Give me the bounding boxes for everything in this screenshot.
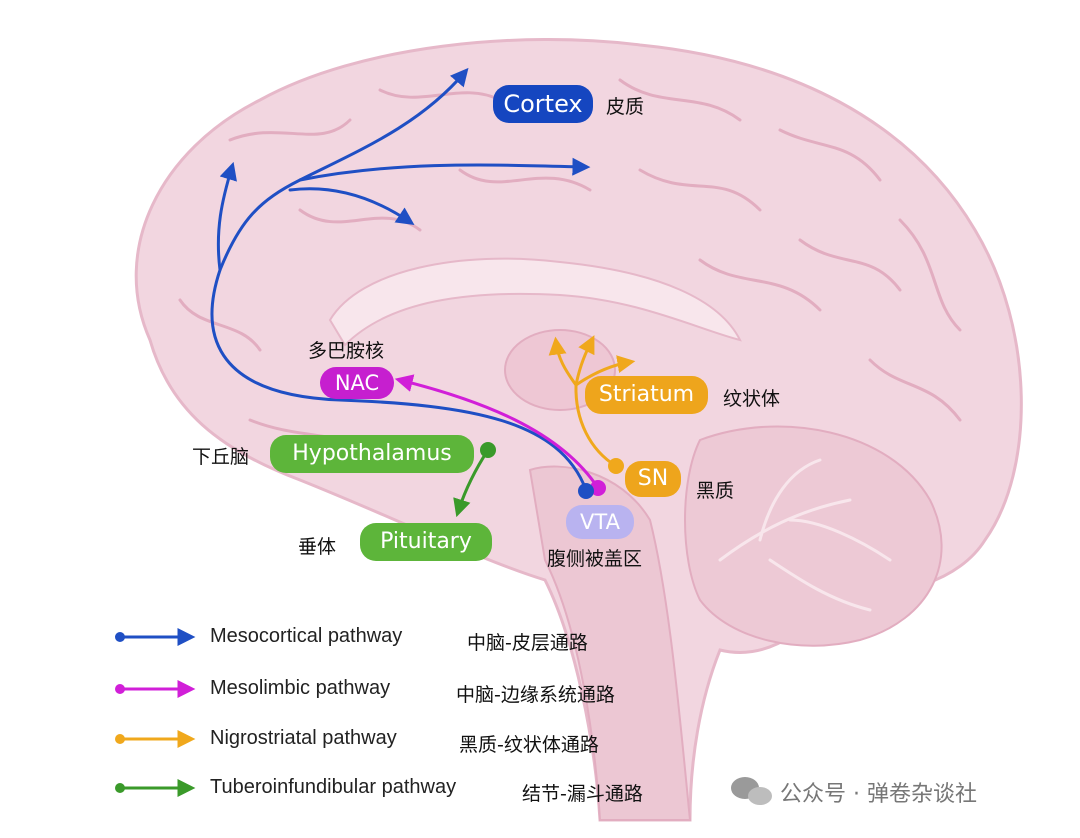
- hypothalamus-cn-label: 下丘脑: [192, 446, 250, 468]
- sn-dot: [608, 458, 624, 474]
- hypothalamus-pill: Hypothalamus: [270, 435, 474, 473]
- wechat-icon: [731, 777, 772, 805]
- cortex-pill: Cortex: [493, 85, 593, 123]
- pituitary-pill: Pituitary: [360, 523, 492, 561]
- legend-mesocortical-en: Mesocortical pathway: [210, 625, 403, 647]
- vta-pill: VTA: [566, 505, 634, 539]
- cerebellum-arbor: [718, 458, 892, 612]
- brainstem: [528, 465, 692, 821]
- hypothalamus-dot: [480, 442, 496, 458]
- vta-dot-magenta: [590, 480, 606, 496]
- mesocortical-pathway: [210, 67, 591, 492]
- cerebellum: [684, 425, 943, 647]
- legend-nigrostriatal-en: Nigrostriatal pathway: [210, 727, 397, 749]
- legend-mesolimbic-en: Mesolimbic pathway: [210, 677, 391, 699]
- nigrostriatal-pathway: [548, 335, 636, 468]
- mesolimbic-pathway: [394, 374, 600, 489]
- brain-gyri: [178, 78, 962, 457]
- legend-tuberoinfundibular-en: Tuberoinfundibular pathway: [210, 776, 457, 798]
- legend-tuberoinfundibular-cn: 结节-漏斗通路: [522, 783, 643, 805]
- vta-cn-label: 腹侧被盖区: [547, 548, 643, 570]
- sn-cn-label: 黑质: [696, 480, 735, 502]
- nac-cn-label: 多巴胺核: [308, 340, 385, 362]
- pituitary-cn-label: 垂体: [298, 536, 337, 558]
- striatum-pill: Striatum: [585, 376, 708, 414]
- legend-mesolimbic-cn: 中脑-边缘系统通路: [456, 684, 615, 706]
- corpus-callosum: [328, 257, 742, 347]
- sn-pill: SN: [625, 461, 681, 497]
- nac-pill: NAC: [320, 367, 394, 399]
- legend-lines: [115, 628, 196, 797]
- striatum-cn-label: 纹状体: [723, 388, 781, 410]
- watermark-text: 公众号 · 弹卷杂谈社: [780, 782, 977, 807]
- vta-dot-blue: [578, 483, 594, 499]
- legend-mesocortical-cn: 中脑-皮层通路: [467, 632, 588, 654]
- cortex-cn-label: 皮质: [606, 96, 645, 118]
- legend-nigrostriatal-cn: 黑质-纹状体通路: [459, 734, 599, 756]
